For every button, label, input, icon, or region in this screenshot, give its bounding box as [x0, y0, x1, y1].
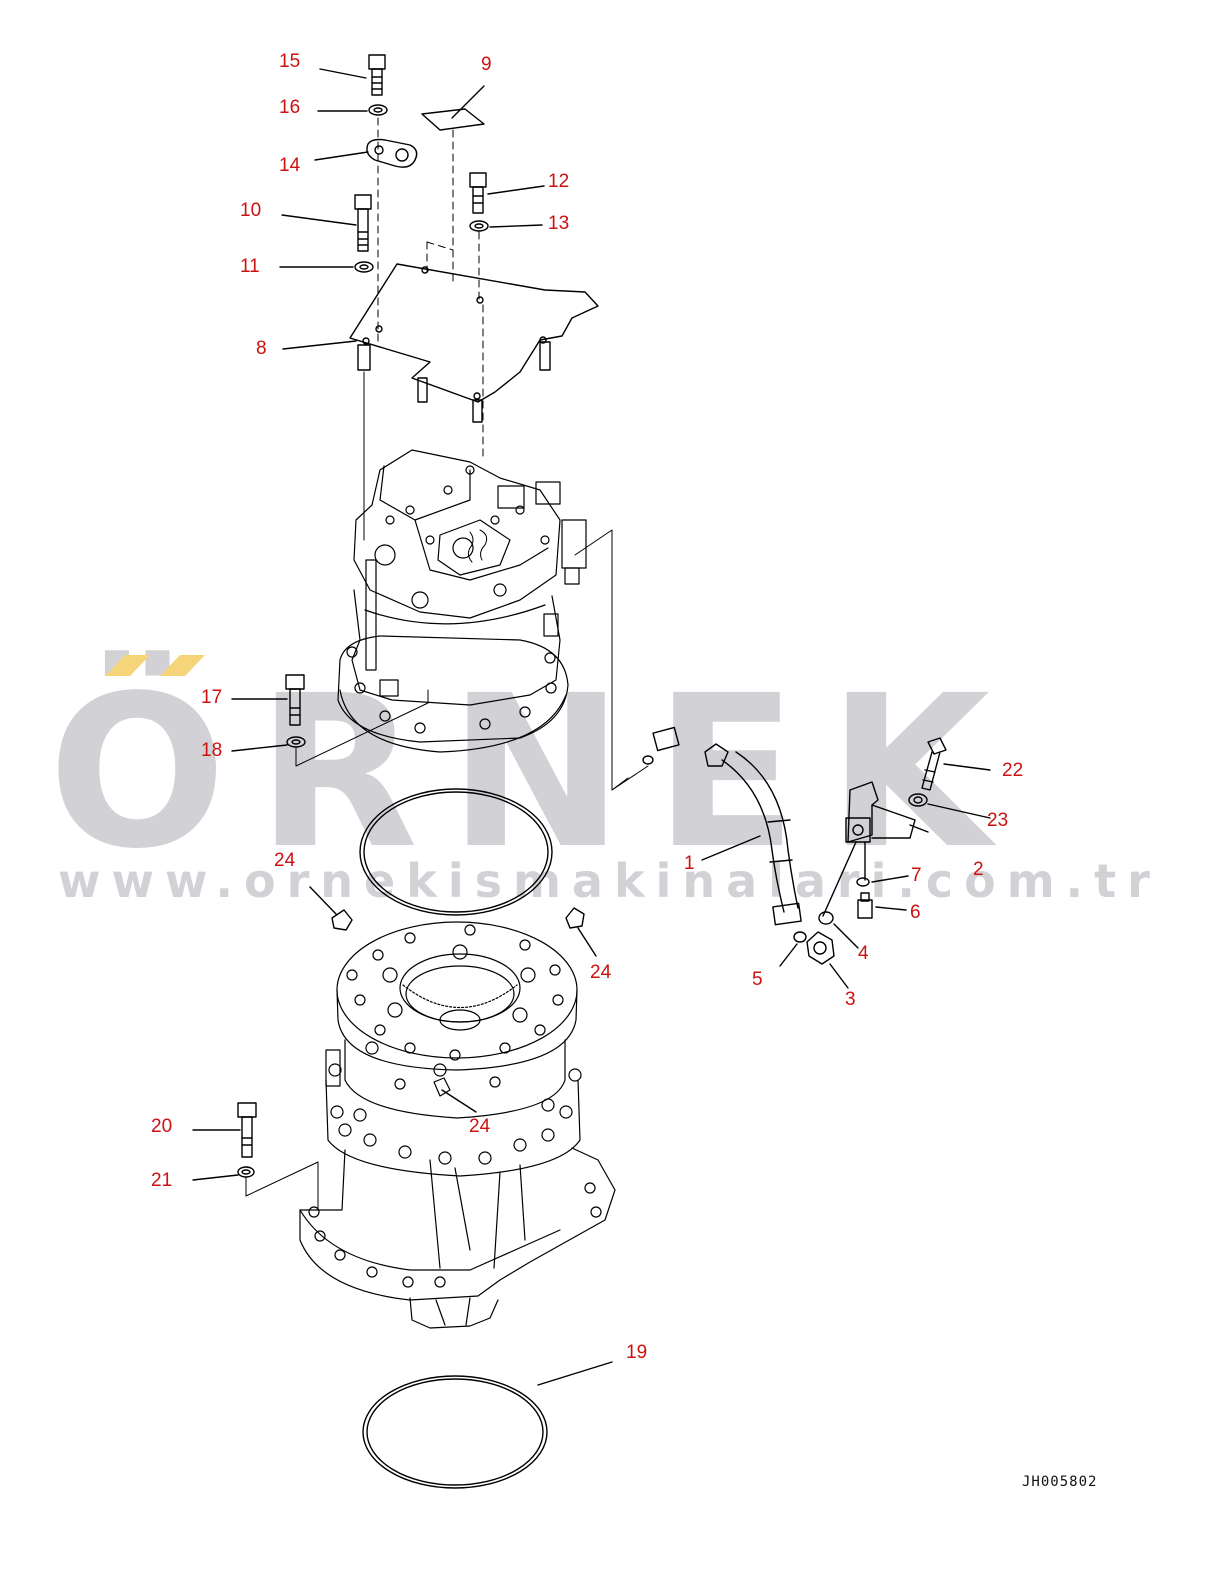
callout-7: 7: [911, 865, 922, 886]
callout-24-right: 24: [590, 962, 612, 983]
callout-18: 18: [201, 740, 223, 761]
callout-8: 8: [256, 338, 267, 359]
cover-plate-8: [349, 263, 599, 423]
washer-16: [368, 104, 388, 116]
watermark-brand: ÖRNEK: [48, 650, 1021, 895]
callout-22: 22: [1002, 760, 1024, 781]
drawing-code: JH005802: [1022, 1474, 1098, 1490]
callout-13: 13: [548, 213, 570, 234]
nameplate-9: [421, 108, 485, 131]
bolt-17: [285, 674, 305, 726]
callout-12: 12: [548, 171, 570, 192]
callout-16: 16: [279, 97, 301, 118]
plug-24-right: [565, 907, 585, 929]
bolt-12: [469, 172, 487, 214]
callout-9: 9: [481, 54, 492, 75]
bolt-10: [354, 194, 372, 252]
callout-5: 5: [752, 969, 763, 990]
reduction-gear-housing: [299, 921, 616, 1329]
callout-4: 4: [858, 943, 869, 964]
callout-23: 23: [987, 810, 1009, 831]
callout-24-center: 24: [469, 1116, 491, 1137]
fitting-3: [806, 931, 835, 965]
callout-11: 11: [240, 256, 260, 277]
callout-2: 2: [973, 859, 984, 880]
callout-21: 21: [151, 1170, 173, 1191]
callout-24-left: 24: [274, 850, 296, 871]
bracket-2: [845, 781, 916, 843]
o-ring-19: [362, 1375, 548, 1489]
watermark-accent-right: [160, 655, 205, 676]
callout-15: 15: [279, 51, 301, 72]
callout-6: 6: [910, 902, 921, 923]
callout-17: 17: [201, 687, 223, 708]
callout-19: 19: [626, 1342, 648, 1363]
plug-24-left: [331, 909, 353, 931]
watermark-accent-left: [105, 655, 150, 676]
plate-14: [366, 138, 418, 168]
hose-assembly-1: [642, 726, 802, 926]
bolt-20: [237, 1102, 257, 1158]
fitting-6: [857, 892, 873, 919]
callout-3: 3: [845, 989, 856, 1010]
bolt-15: [368, 54, 386, 96]
callout-20: 20: [151, 1116, 173, 1137]
swing-motor-upper: [337, 449, 587, 753]
bolt-22: [921, 737, 947, 791]
callout-10: 10: [240, 200, 262, 221]
o-ring-large: [359, 788, 553, 916]
callout-1: 1: [684, 853, 695, 874]
watermark-url: www.ornekismakinalari.com.tr: [58, 854, 1161, 908]
callout-14: 14: [279, 155, 301, 176]
